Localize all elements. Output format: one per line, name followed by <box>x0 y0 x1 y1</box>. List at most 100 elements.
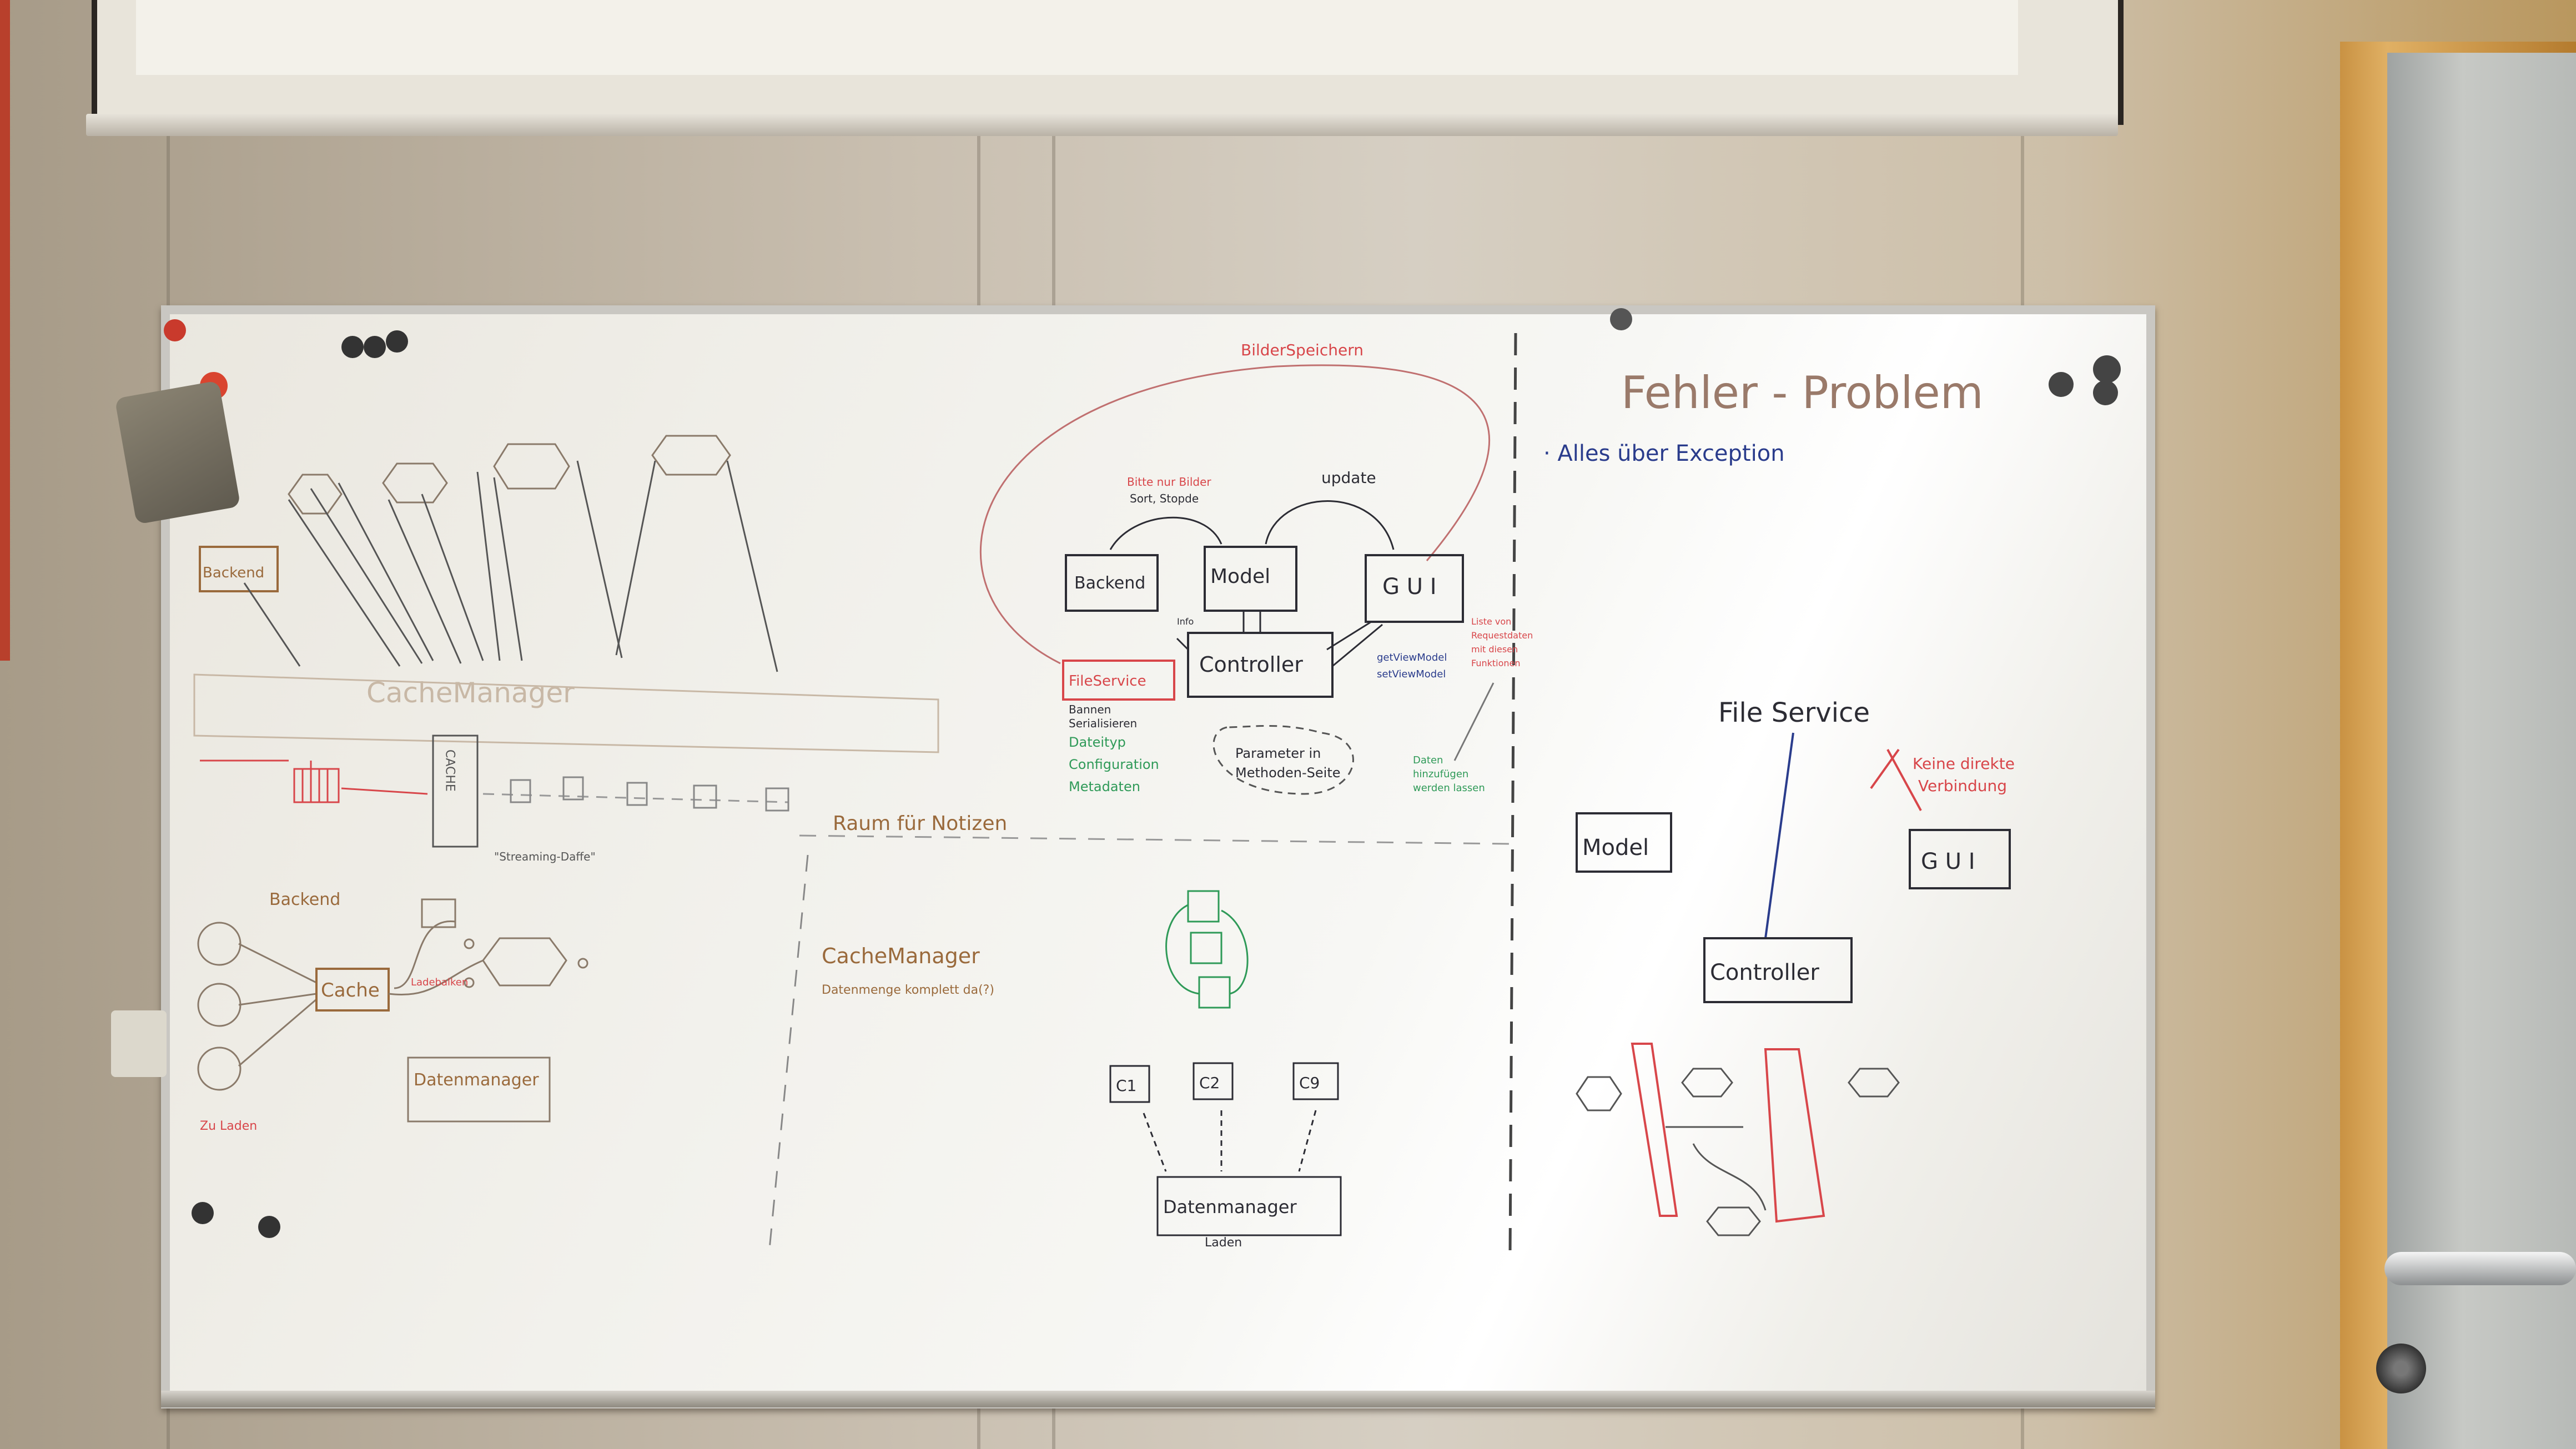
parameter-text-1: Parameter in <box>1235 746 1321 761</box>
red-buffer <box>293 768 428 803</box>
green-note-2: Configuration <box>1069 757 1159 772</box>
raum-label: Raum für Notizen <box>833 812 1007 835</box>
gui-label: G U I <box>1382 574 1437 600</box>
red-wall-strip <box>0 0 10 661</box>
backend-label-2: Backend <box>269 890 340 909</box>
c1-label: C1 <box>1116 1076 1136 1095</box>
datenmanager-box-mid <box>1156 1176 1342 1236</box>
model-box <box>1204 546 1297 612</box>
cache-label: Cache <box>321 979 380 1002</box>
gray-magnet <box>2049 372 2074 397</box>
backend-circles <box>197 922 317 1091</box>
backend-box-mid <box>1065 554 1159 612</box>
projector-screen-surface <box>136 0 2018 75</box>
projector-screen <box>92 0 2124 125</box>
fileservice-label: FileService <box>1069 673 1146 690</box>
right-red-note-2: Requestdaten <box>1471 630 1533 641</box>
right-red-note-3: mit diesen <box>1471 644 1518 655</box>
datenmanager-box <box>407 1056 551 1123</box>
green-right-note-1: Daten <box>1413 754 1443 766</box>
red-magnet <box>164 319 186 341</box>
small-red-label: Ladebalken <box>411 977 468 988</box>
datenmanager-label: Datenmanager <box>414 1070 539 1090</box>
backend-label-mid: Backend <box>1074 573 1145 593</box>
controller-label-right: Controller <box>1710 960 1819 985</box>
green-right-note-2: hinzufügen <box>1413 768 1468 780</box>
right-bullet: · Alles über Exception <box>1543 441 1785 466</box>
red-note-right-2: Verbindung <box>1918 777 2007 795</box>
small-note: Info <box>1177 616 1194 627</box>
c2-box <box>1193 1062 1234 1100</box>
bilder-speichern-label: BilderSpeichern <box>1241 341 1364 359</box>
cachemanager-note: Datenmenge komplett da(?) <box>822 983 994 997</box>
datenmanager-label-mid: Datenmanager <box>1163 1196 1297 1217</box>
hexagon-shapes <box>288 435 731 515</box>
green-note-1: Dateityp <box>1069 734 1126 750</box>
model-box-right <box>1576 812 1672 873</box>
update-label: update <box>1321 469 1376 487</box>
cachemanager-label-mid: CacheManager <box>822 944 980 968</box>
right-red-note-4: Funktionen <box>1471 658 1521 668</box>
cache-box <box>315 968 390 1012</box>
cachemanager-label: CacheManager <box>366 677 575 709</box>
red-note-right-1: Keine direkte <box>1913 754 2015 773</box>
black-note-2: Serialisieren <box>1069 717 1137 730</box>
gui-label-right: G U I <box>1921 849 1975 874</box>
laden-label: Laden <box>1205 1236 1242 1250</box>
blue-note-2: setViewModel <box>1377 668 1446 680</box>
black-magnet <box>192 1202 214 1224</box>
cache-column <box>432 734 479 848</box>
projector-screen-bar <box>86 114 2118 136</box>
right-red-note-1: Liste von <box>1471 616 1511 627</box>
file-service-label: File Service <box>1718 697 1870 728</box>
gray-magnet <box>2093 355 2121 383</box>
controller-box-right <box>1703 937 1853 1003</box>
black-magnet <box>386 330 408 353</box>
green-right-note-3: werden lassen <box>1413 782 1485 794</box>
right-title: Fehler - Problem <box>1621 367 1984 419</box>
cachemanager-box <box>193 673 939 753</box>
red-columns <box>1631 1043 1825 1223</box>
blue-note-1: getViewModel <box>1377 652 1447 663</box>
cache-cluster <box>1165 890 1249 1009</box>
whiteboard-tray <box>161 1391 2155 1407</box>
gray-magnet <box>2093 380 2118 405</box>
black-magnet <box>364 336 386 358</box>
gui-box-right <box>1909 829 2011 889</box>
black-note-1: Bannen <box>1069 703 1111 716</box>
wall-socket <box>111 1010 167 1077</box>
board-divider <box>799 834 1511 845</box>
board-divider <box>768 854 809 1255</box>
red-bottom-label: Zu Laden <box>200 1119 257 1133</box>
c2-label: C2 <box>1199 1074 1220 1092</box>
gray-magnet <box>1610 308 1632 330</box>
cache-column-label: CACHE <box>443 749 457 792</box>
door <box>2387 53 2576 1449</box>
small-squares <box>510 776 789 812</box>
black-magnet <box>341 336 364 358</box>
no-connection-cross <box>1870 748 1922 811</box>
red-note: Bitte nur Bilder <box>1127 475 1211 489</box>
model-label-right: Model <box>1582 835 1649 861</box>
parameter-text-2: Methoden-Seite <box>1235 765 1341 781</box>
sort-note: Sort, Stopde <box>1130 492 1199 505</box>
arrows <box>1109 500 1395 667</box>
backend-label: Backend <box>203 565 264 581</box>
door-handle <box>2384 1252 2576 1285</box>
model-label: Model <box>1210 565 1270 588</box>
backend-box <box>199 546 279 592</box>
board-divider <box>1508 333 1517 1255</box>
arrows <box>243 460 778 672</box>
c1-box <box>1109 1065 1150 1103</box>
door-lock <box>2376 1344 2426 1393</box>
fileservice-box <box>1062 660 1175 701</box>
connection-arrow <box>1764 732 1794 939</box>
gui-box <box>1365 554 1464 623</box>
loop-arrow <box>979 364 1491 665</box>
c9-label: C9 <box>1299 1074 1320 1092</box>
streaming-label: "Streaming-Daffe" <box>494 850 596 863</box>
controller-label: Controller <box>1199 652 1303 677</box>
black-magnet <box>258 1216 280 1238</box>
c9-box <box>1292 1062 1339 1100</box>
